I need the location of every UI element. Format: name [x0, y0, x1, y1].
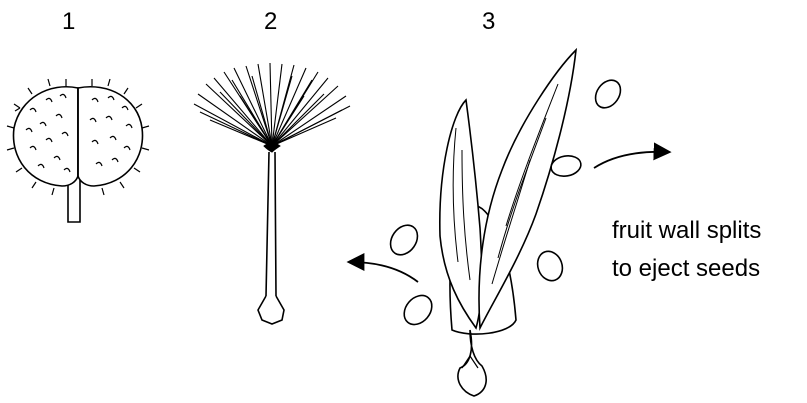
seed-lower-right	[534, 248, 567, 284]
seed-upper-right	[590, 75, 625, 112]
parachute-fruit-icon	[194, 63, 350, 324]
arrow-left	[350, 262, 418, 282]
seed-lower-left	[399, 290, 438, 330]
caption-line-2: to eject seeds	[612, 256, 760, 282]
hooked-fruit-icon	[7, 79, 149, 222]
arrow-right	[594, 152, 668, 168]
caption-line-1: fruit wall splits	[612, 218, 761, 244]
exploding-pod-icon	[440, 50, 576, 396]
seed-mid-left	[385, 220, 423, 260]
